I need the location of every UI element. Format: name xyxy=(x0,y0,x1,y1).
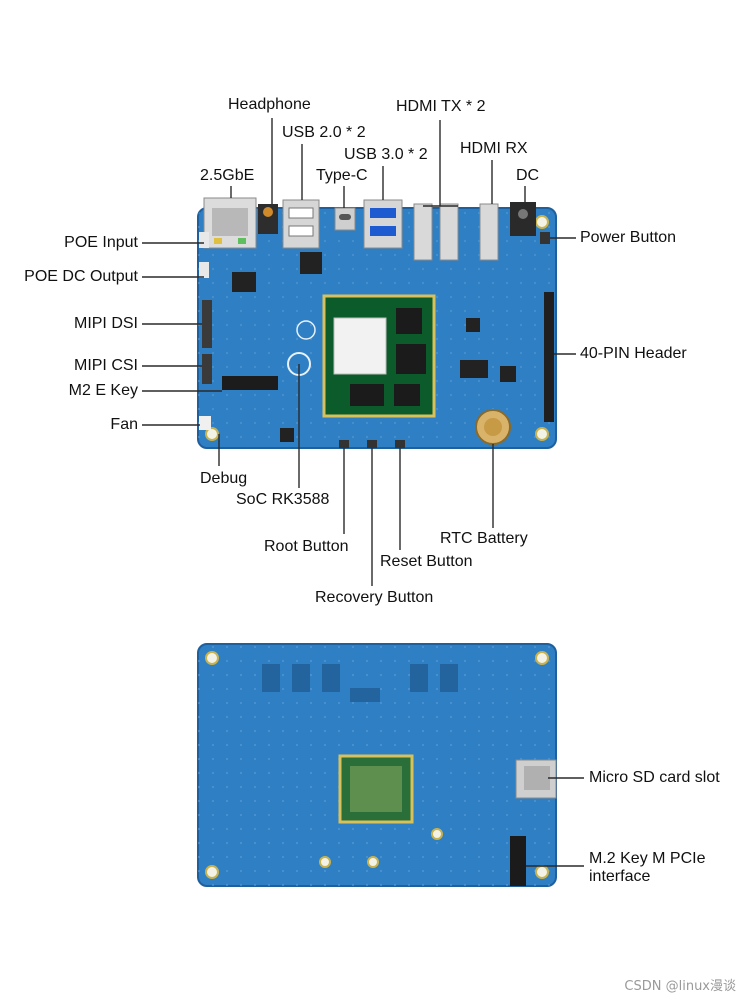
usb2-port xyxy=(282,199,320,249)
label-poe-dc-output: POE DC Output xyxy=(24,268,138,285)
label-root-button: Root Button xyxy=(264,538,349,555)
watermark: CSDN @linux漫谈 xyxy=(624,979,736,994)
label-2-5gbe: 2.5GbE xyxy=(200,167,255,184)
label-usb2: USB 2.0 * 2 xyxy=(282,124,366,141)
usb3-port xyxy=(363,199,403,249)
label-recovery-button: Recovery Button xyxy=(315,589,434,606)
label-reset-button: Reset Button xyxy=(380,553,473,570)
label-mipi-dsi: MIPI DSI xyxy=(73,315,138,332)
label-m2-e-key: M2 E Key xyxy=(68,382,138,399)
label-debug: Debug xyxy=(200,470,248,487)
label-m2-key-m: M.2 Key M PCIe interface xyxy=(589,850,706,885)
label-type-c: Type-C xyxy=(316,167,368,184)
headphone-jack xyxy=(258,204,278,234)
m2-key-m-slot xyxy=(510,836,526,886)
label-micro-sd: Micro SD card slot xyxy=(589,769,720,786)
label-40-pin-header: 40-PIN Header xyxy=(580,345,687,362)
label-usb3: USB 3.0 * 2 xyxy=(344,146,428,163)
mipi-csi-connector xyxy=(202,354,212,384)
power-button xyxy=(540,232,550,244)
label-rtc-battery: RTC Battery xyxy=(440,530,528,547)
hdmi-rx-port xyxy=(479,203,499,261)
label-poe-input: POE Input xyxy=(64,234,138,251)
callout-lines xyxy=(142,118,584,867)
m2-e-slot xyxy=(222,376,278,390)
label-headphone: Headphone xyxy=(228,96,311,113)
label-hdmi-tx: HDMI TX * 2 xyxy=(396,98,486,115)
label-soc: SoC RK3588 xyxy=(236,491,330,508)
hdmi-tx-port-2 xyxy=(439,203,459,261)
label-dc: DC xyxy=(516,167,540,184)
fan-connector xyxy=(199,416,211,430)
label-power-button: Power Button xyxy=(580,229,677,246)
bottom-board xyxy=(197,643,557,887)
40-pin-header xyxy=(544,292,554,422)
mipi-dsi-connector xyxy=(202,300,212,348)
label-fan: Fan xyxy=(110,416,138,433)
top-board xyxy=(197,197,557,449)
label-mipi-csi: MIPI CSI xyxy=(73,357,138,374)
label-hdmi-rx: HDMI RX xyxy=(460,140,528,157)
hdmi-tx-port-1 xyxy=(413,203,433,261)
